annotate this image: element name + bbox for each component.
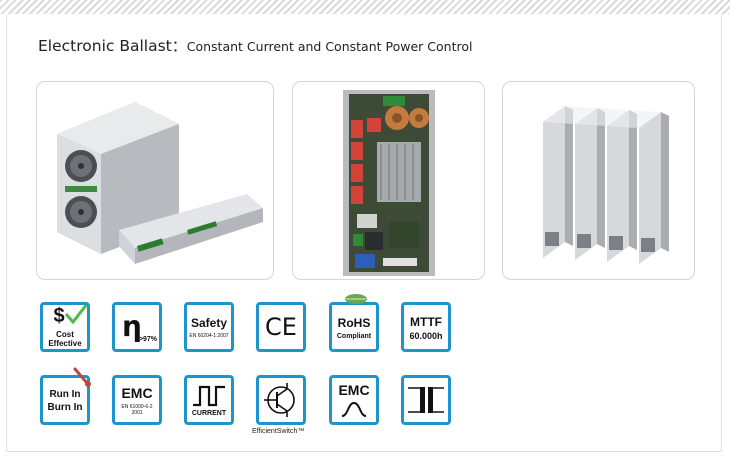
transistor-icon	[264, 383, 295, 417]
slim-units-illustration	[543, 106, 669, 264]
circuit-board-illustration	[343, 90, 435, 276]
effective-label: Effective	[48, 339, 82, 348]
current-badge: CURRENT	[184, 375, 234, 425]
emc-wave-badge: EMC	[329, 375, 379, 425]
title-main: Electronic Ballast	[38, 37, 172, 55]
emc-standard-2: 2001	[131, 410, 143, 416]
run-in-label: Run In	[49, 389, 81, 400]
efficiency-value: >97%	[138, 336, 158, 343]
eta-symbol: η	[122, 310, 142, 343]
ballast-units-illustration	[57, 102, 263, 264]
checkmark-icon	[64, 305, 87, 325]
cost-label: Cost	[56, 330, 74, 339]
transformer-icon	[408, 387, 444, 413]
square-wave-icon	[193, 385, 225, 407]
current-label: CURRENT	[191, 410, 227, 417]
rohs-label: RoHS	[337, 316, 371, 330]
efficiency-badge: η >97%	[112, 302, 162, 352]
efficient-switch-caption: EfficientSwitch™	[252, 428, 305, 435]
dollar-symbol: $	[53, 305, 65, 327]
emc-label: EMC	[121, 385, 153, 401]
content-frame	[6, 14, 722, 452]
safety-standard: EN 60204-1:2007	[189, 333, 229, 339]
rohs-compliant-label: Compliant	[336, 333, 372, 340]
ce-mark-badge: CE	[256, 302, 306, 352]
page-title: Electronic Ballast：Constant Current and …	[38, 35, 472, 56]
decorative-hatch-bar	[0, 0, 730, 14]
mttf-badge: MTTF 60.000h	[401, 302, 451, 352]
title-subtitle: Constant Current and Constant Power Cont…	[186, 39, 473, 54]
rohs-badge: RoHS Compliant	[329, 302, 379, 352]
emc-wave-label: EMC	[338, 382, 370, 398]
emc-standard-1: EN 61000-6-2	[121, 404, 153, 410]
safety-label: Safety	[190, 316, 228, 330]
run-in-burn-in-badge: Run In Burn In	[40, 375, 90, 425]
mttf-value: 60.000h	[409, 331, 443, 341]
title-separator: ：	[171, 37, 187, 55]
sine-wave-icon	[341, 401, 367, 417]
product-photo-slim-units[interactable]	[502, 81, 695, 280]
safety-badge: Safety EN 60204-1:2007	[184, 302, 234, 352]
leaf-icon	[345, 294, 367, 304]
efficient-switch-badge	[256, 375, 306, 425]
transformer-badge	[401, 375, 451, 425]
mttf-label: MTTF	[410, 315, 442, 329]
ce-mark: CE	[265, 313, 297, 341]
cost-effective-badge: $ Cost Effective	[40, 302, 90, 352]
thermometer-icon	[73, 367, 91, 387]
burn-in-label: Burn In	[47, 402, 83, 413]
product-photo-ballast-units[interactable]	[36, 81, 274, 280]
emc-standard-badge: EMC EN 61000-6-2 2001	[112, 375, 162, 425]
product-photo-circuit-board[interactable]	[292, 81, 485, 280]
